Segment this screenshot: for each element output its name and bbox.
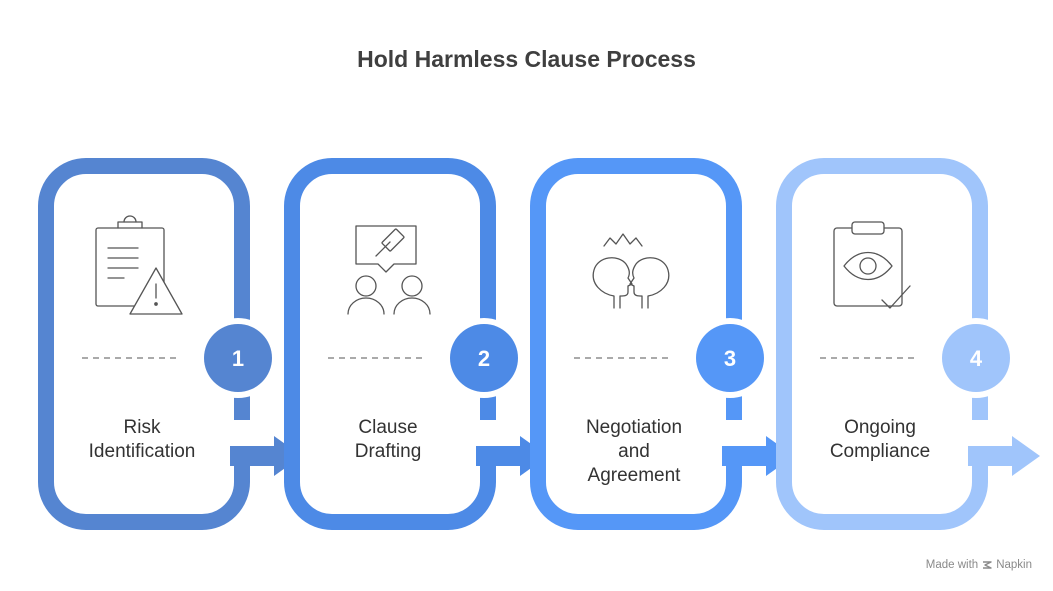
step-number: 3 bbox=[724, 346, 736, 371]
step-label-line: Agreement bbox=[588, 465, 682, 486]
step-label-line: Risk bbox=[124, 417, 161, 438]
number-circle bbox=[696, 324, 764, 392]
napkin-brand: Napkin bbox=[996, 559, 1032, 571]
step-label-line: Ongoing bbox=[844, 417, 916, 438]
step-label-line: Compliance bbox=[830, 441, 930, 462]
step-label-line: Clause bbox=[358, 417, 417, 438]
number-circle bbox=[942, 324, 1010, 392]
napkin-logo-icon bbox=[983, 561, 992, 569]
step-label-line: Identification bbox=[89, 441, 196, 462]
step-number: 1 bbox=[232, 346, 244, 371]
number-circle bbox=[450, 324, 518, 392]
diagram-title: Hold Harmless Clause Process bbox=[357, 46, 696, 72]
step-label-line: and bbox=[618, 441, 650, 462]
step-number: 4 bbox=[970, 346, 983, 371]
made-with-text: Made with bbox=[925, 559, 979, 571]
step-label-line: Negotiation bbox=[586, 417, 682, 438]
flow-arrow bbox=[968, 436, 1040, 476]
step-label-line: Drafting bbox=[355, 441, 422, 462]
made-with-napkin[interactable]: Made with Napkin bbox=[926, 559, 1032, 571]
number-circle bbox=[204, 324, 272, 392]
step-number: 2 bbox=[478, 346, 490, 371]
